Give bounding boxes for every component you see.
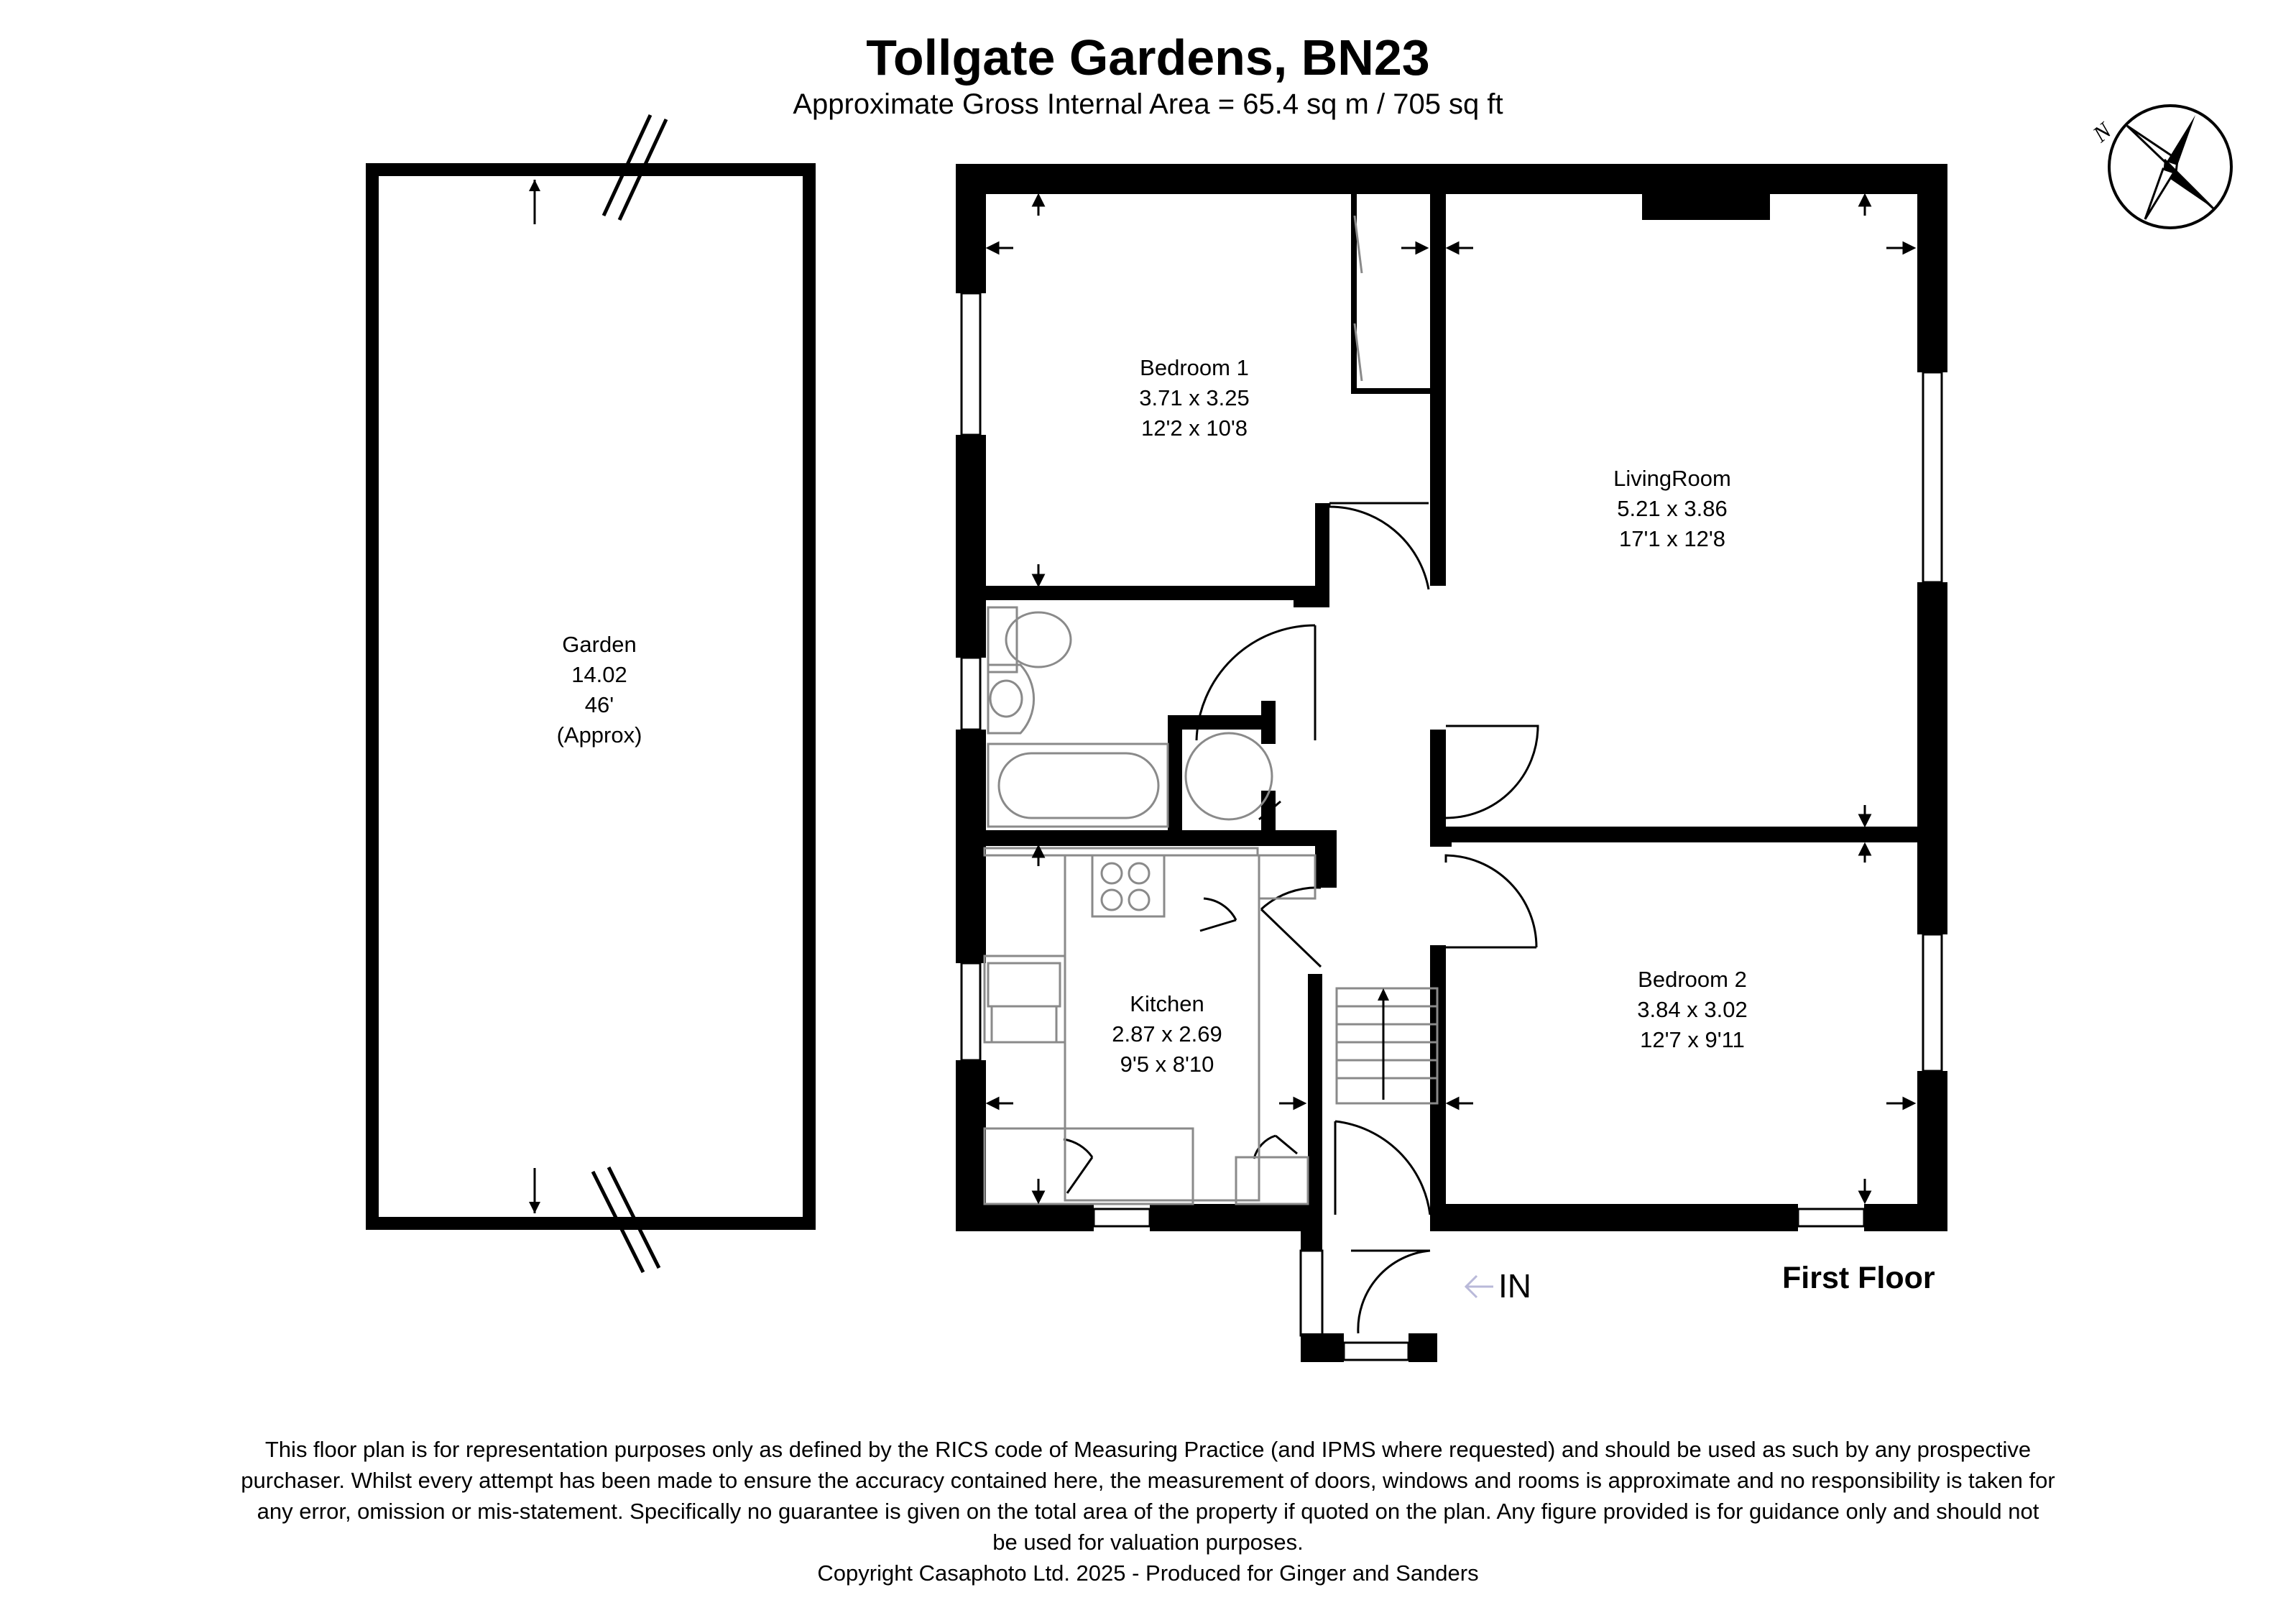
svg-text:Kitchen: Kitchen [1130,991,1204,1016]
disclaimer-line: purchaser. Whilst every attempt has been… [241,1468,2055,1493]
page-title: Tollgate Gardens, BN23 [866,29,1430,86]
copyright-line: Copyright Casaphoto Ltd. 2025 - Produced… [817,1560,1479,1586]
svg-text:17'1 x 12'8: 17'1 x 12'8 [1619,526,1725,551]
garden-label: Garden 14.02 46' (Approx) [557,632,642,748]
exterior-walls [956,164,1947,1231]
doors [1063,502,1539,1334]
bedroom2-label: Bedroom 2 3.84 x 3.02 12'7 x 9'11 [1637,967,1747,1052]
windows [960,292,1943,1361]
svg-text:46': 46' [585,692,614,717]
disclaimer: This floor plan is for representation pu… [144,1434,2152,1588]
svg-text:14.02: 14.02 [571,662,627,687]
fixtures [983,215,1439,1205]
svg-text:12'7 x 9'11: 12'7 x 9'11 [1640,1027,1745,1052]
garden-area [366,114,816,1274]
area-subtitle: Approximate Gross Internal Area = 65.4 s… [793,88,1503,120]
living-room-label: LivingRoom 5.21 x 3.86 17'1 x 12'8 [1613,466,1731,551]
interior-walls [985,190,1919,1362]
svg-text:12'2 x 10'8: 12'2 x 10'8 [1141,415,1248,441]
kitchen-label: Kitchen 2.87 x 2.69 9'5 x 8'10 [1112,991,1222,1077]
svg-text:Garden: Garden [562,632,636,657]
svg-text:Bedroom 2: Bedroom 2 [1638,967,1747,992]
bedroom1-label: Bedroom 1 3.71 x 3.25 12'2 x 10'8 [1139,355,1249,441]
disclaimer-line: any error, omission or mis-statement. Sp… [257,1499,2039,1524]
stairs-up-arrow [1378,988,1389,1001]
compass-rose-icon: N [2087,104,2233,229]
disclaimer-line: be used for valuation purposes. [992,1530,1304,1555]
svg-text:5.21 x 3.86: 5.21 x 3.86 [1617,496,1727,521]
header: Tollgate Gardens, BN23 Approximate Gross… [0,29,2296,122]
svg-text:3.71 x 3.25: 3.71 x 3.25 [1139,385,1249,410]
floor-label: First Floor [1782,1261,1935,1295]
entrance-label: IN [1498,1267,1531,1305]
svg-text:9'5 x 8'10: 9'5 x 8'10 [1120,1052,1214,1077]
svg-text:(Approx): (Approx) [557,722,642,748]
svg-text:Bedroom 1: Bedroom 1 [1140,355,1249,380]
svg-text:LivingRoom: LivingRoom [1613,466,1731,491]
arrow-left-icon [1464,1274,1493,1299]
svg-text:2.87 x 2.69: 2.87 x 2.69 [1112,1021,1222,1047]
dimension-arrows [985,193,1917,1205]
svg-text:3.84 x 3.02: 3.84 x 3.02 [1637,997,1747,1022]
disclaimer-line: This floor plan is for representation pu… [264,1437,2032,1462]
